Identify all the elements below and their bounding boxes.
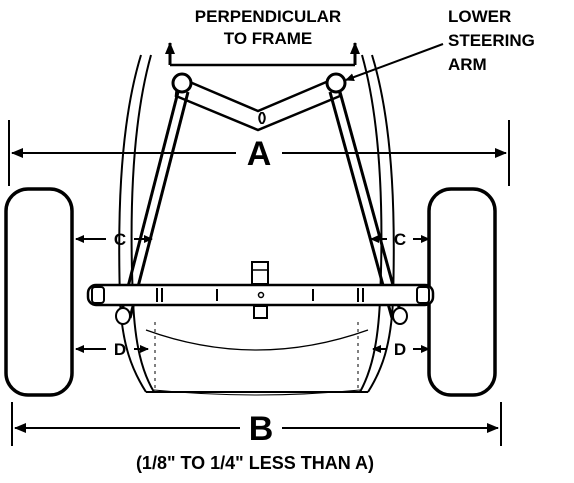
leader-arrow-icon xyxy=(345,43,444,81)
steering-linkage: () xyxy=(115,72,408,325)
dimension-a xyxy=(8,120,510,186)
dimension-b xyxy=(11,402,502,446)
perpendicular-label-line1: PERPENDICULAR xyxy=(195,7,341,26)
steering-arm-label-line1: LOWER xyxy=(448,7,511,26)
svg-text:(): () xyxy=(258,110,266,124)
dimension-d-left-label: D xyxy=(114,340,126,359)
dimension-b-label: B xyxy=(249,410,274,448)
left-tire xyxy=(4,187,74,397)
perpendicular-label-line2: TO FRAME xyxy=(224,29,312,48)
perpendicular-indicator xyxy=(165,42,360,67)
frame-rails xyxy=(118,54,395,396)
front-axle xyxy=(86,261,435,319)
dimension-d-right-label: D xyxy=(394,340,406,359)
dimension-b-note: (1/8" TO 1/4" LESS THAN A) xyxy=(136,453,374,473)
dimension-a-label: A xyxy=(247,135,272,173)
right-tire xyxy=(427,187,497,397)
dimension-c-left-label: C xyxy=(114,230,126,249)
dimension-c-right-label: C xyxy=(394,230,406,249)
steering-arm-label-line2: STEERING xyxy=(448,31,535,50)
steering-arm-label-line3: ARM xyxy=(448,55,487,74)
